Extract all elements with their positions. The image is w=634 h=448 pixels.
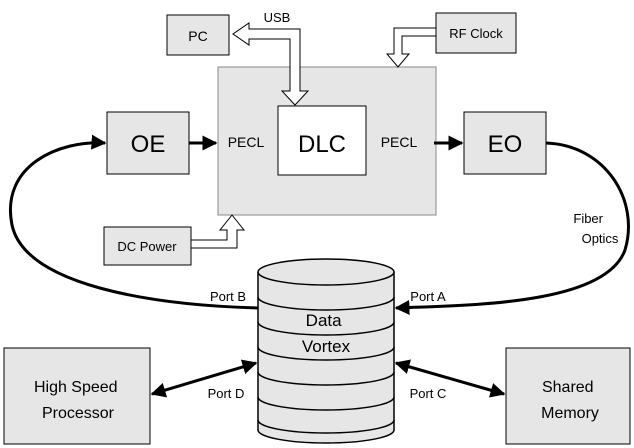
fiber-curve-port-a <box>394 141 630 315</box>
pc-label: PC <box>188 28 207 44</box>
dlc-label: DLC <box>298 131 346 158</box>
usb-hollow-arrow <box>232 22 310 106</box>
memory-vortex-arrow <box>394 359 506 398</box>
eo-label: EO <box>488 131 523 158</box>
data-vortex-line-1: Data <box>306 311 342 330</box>
dc-power-hollow-arrow <box>190 214 246 249</box>
oe-box <box>106 111 190 175</box>
high-speed-processor-box <box>3 347 151 445</box>
data-vortex-cylinder <box>257 258 395 444</box>
usb-label: USB <box>264 10 291 25</box>
shared-memory-label: Shared Memory <box>541 379 599 422</box>
pecl-left-label: PECL <box>228 134 265 150</box>
fiber-optics-line-1: Fiber <box>573 211 603 226</box>
pecl-right-label: PECL <box>381 134 418 150</box>
high-speed-processor-label: High Speed Processor <box>34 379 122 422</box>
high-speed-processor-line-1: High Speed <box>34 379 118 396</box>
fiber-optics-line-2: Optics <box>582 231 619 246</box>
data-vortex-line-2: Vortex <box>302 337 351 356</box>
shared-memory-line-1: Shared <box>542 379 594 396</box>
oe-label: OE <box>131 131 166 158</box>
port-c-label: Port C <box>410 386 447 401</box>
port-d-label: Port D <box>208 386 245 401</box>
fiber-curve-port-b <box>9 134 259 310</box>
dc-power-label: DC Power <box>117 239 177 254</box>
high-speed-processor-line-2: Processor <box>42 405 115 422</box>
pc-box <box>166 14 230 56</box>
eo-box <box>463 111 547 175</box>
shared-memory-box <box>505 347 631 445</box>
rf-clock-box <box>435 12 517 54</box>
dlc-box <box>277 105 367 176</box>
processor-vortex-arrow <box>150 359 258 398</box>
dc-power-box <box>103 226 192 266</box>
shared-memory-line-2: Memory <box>541 405 599 422</box>
rf-clock-hollow-arrow <box>385 27 437 68</box>
port-a-label: Port A <box>410 289 446 304</box>
port-b-label: Port B <box>210 289 246 304</box>
data-vortex-label: Data Vortex <box>302 311 351 356</box>
fiber-optics-label: Fiber Optics <box>573 211 619 246</box>
rf-clock-label: RF Clock <box>449 26 503 41</box>
